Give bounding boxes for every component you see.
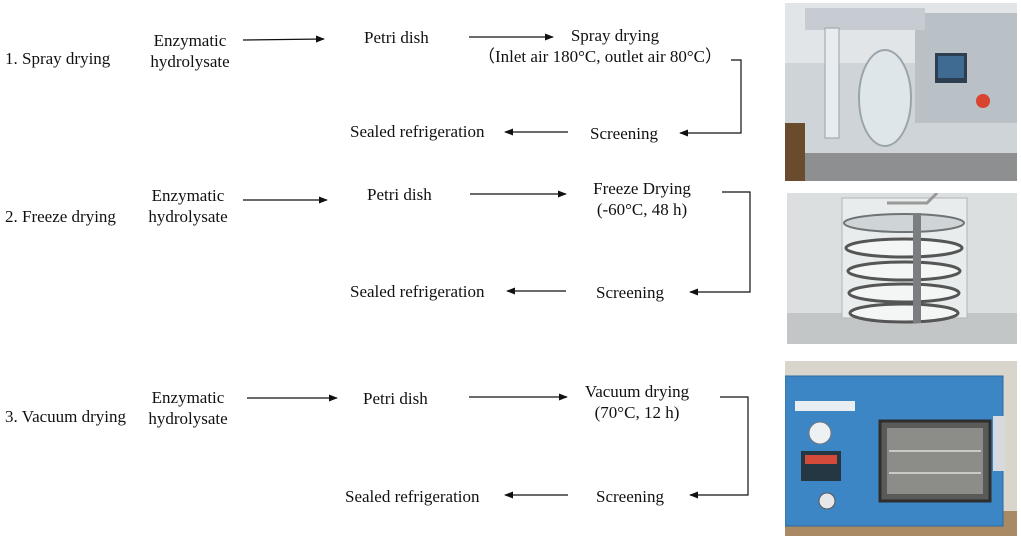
method-label-vacuum: 3. Vacuum drying	[5, 407, 127, 426]
petri-dish-label-1: Petri dish	[364, 28, 429, 47]
petri-dish-label-3: Petri dish	[363, 389, 428, 408]
method-label-spray: 1. Spray drying	[5, 49, 111, 68]
process-label-vacuum: Vacuum drying(70°C, 12 h)	[584, 382, 690, 422]
arrow-process-to-screening-1	[679, 59, 742, 137]
arrow-process-to-screening-3	[689, 396, 749, 499]
spray-dryer-photo	[785, 3, 1017, 181]
screening-label-1: Screening	[590, 124, 658, 143]
storage-label-1: Sealed refrigeration	[350, 122, 485, 141]
method-label-freeze: 2. Freeze drying	[5, 207, 116, 226]
freeze-dryer-photo	[787, 193, 1017, 344]
process-label-spray: Spray drying	[570, 26, 660, 45]
condition-label-spray: （Inlet air 180°C, outlet air 80°C）	[478, 47, 723, 66]
arrow-process-to-screening-2	[689, 191, 751, 296]
screening-label-3: Screening	[596, 487, 664, 506]
arrow-hydrolysate-to-dish-1	[242, 35, 325, 43]
vacuum-oven-photo	[785, 361, 1017, 536]
screening-label-2: Screening	[596, 283, 664, 302]
storage-label-3: Sealed refrigeration	[345, 487, 480, 506]
process-label-freeze: Freeze Drying(-60°C, 48 h)	[593, 179, 691, 219]
petri-dish-label-2: Petri dish	[367, 185, 432, 204]
storage-label-2: Sealed refrigeration	[350, 282, 485, 301]
